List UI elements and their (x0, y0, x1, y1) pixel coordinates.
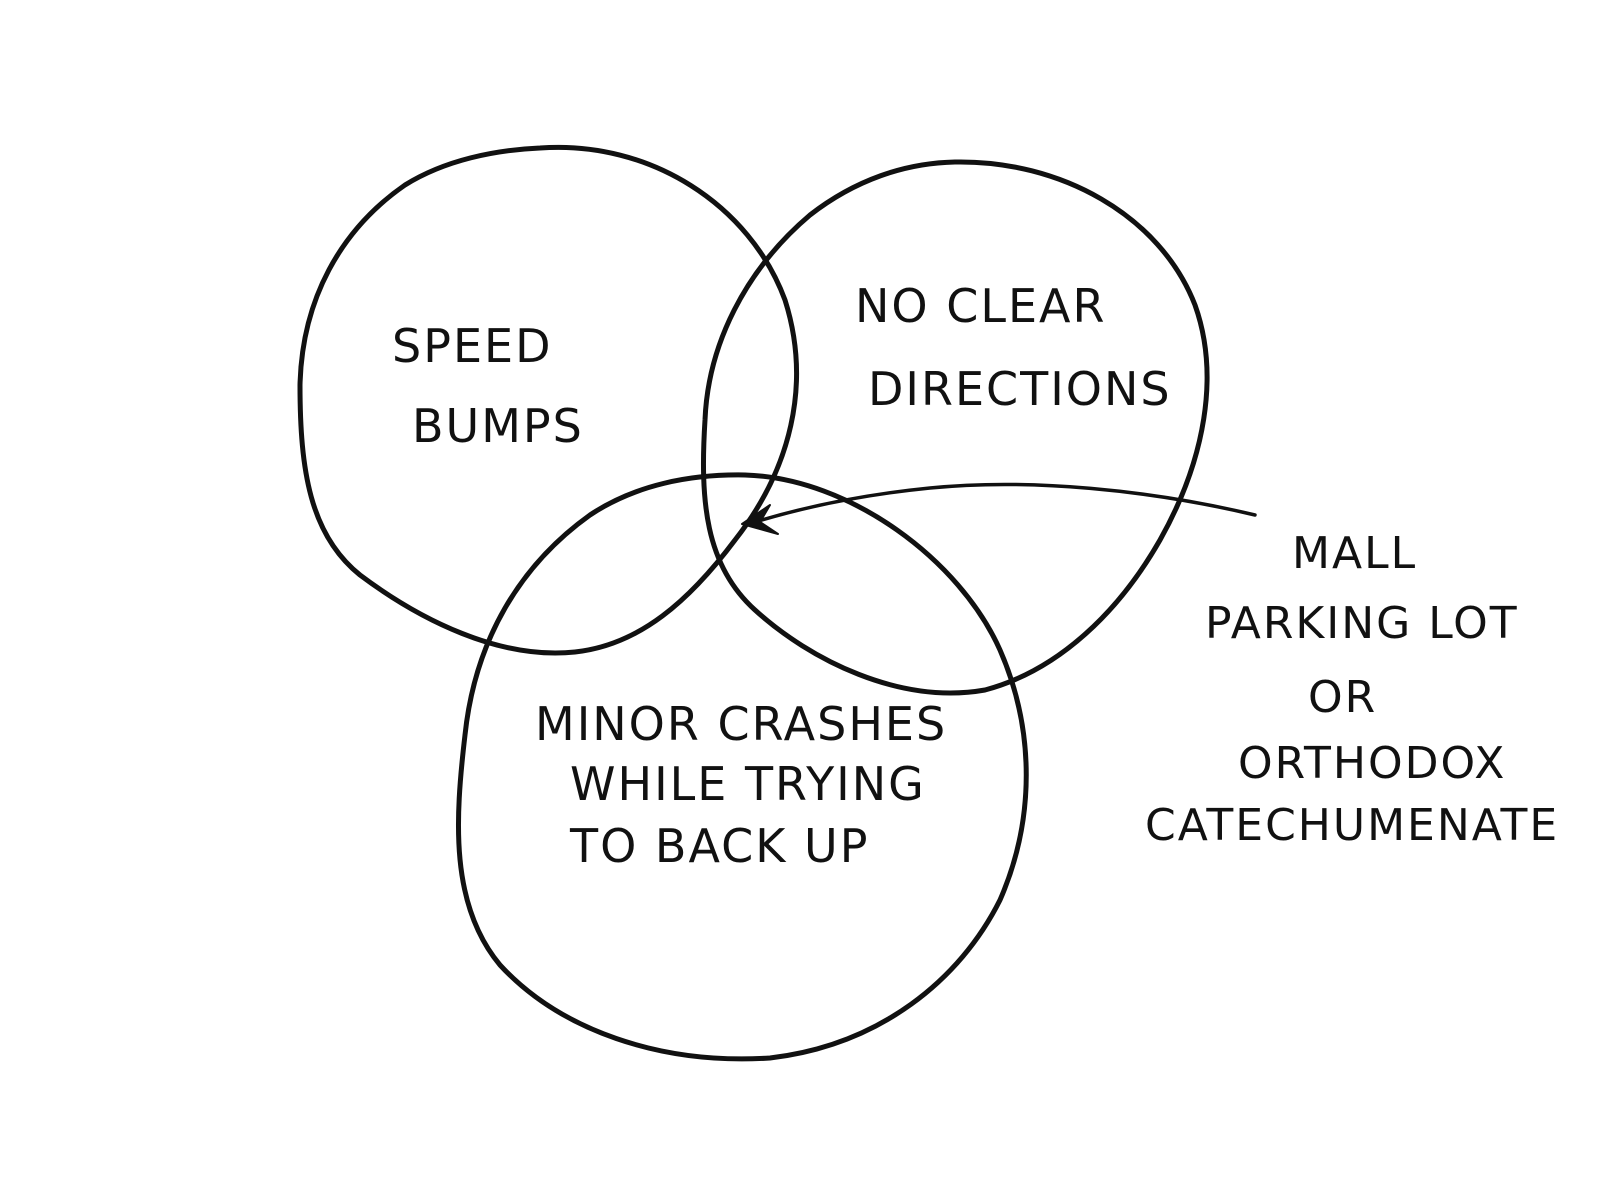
callout-line-2: PARKING LOT (1205, 598, 1519, 649)
label-speed-bumps-line-1: SPEED (392, 319, 553, 373)
label-no-clear-directions-line-1: NO CLEAR (855, 279, 1106, 333)
label-speed-bumps-line-2: BUMPS (412, 399, 584, 453)
callout-line-5: CATECHUMENATE (1145, 800, 1559, 851)
label-no-clear-directions-line-2: DIRECTIONS (868, 362, 1172, 416)
circle-minor-crashes (455, 472, 1029, 1062)
callout-line-1: MALL (1292, 528, 1417, 579)
callout-line-3: OR (1308, 672, 1377, 723)
label-minor-crashes-line-1: MINOR CRASHES (535, 697, 947, 751)
circle-speed-bumps (297, 144, 800, 656)
label-minor-crashes-line-2: WHILE TRYING (570, 757, 926, 811)
callout-line-4: ORTHODOX (1238, 738, 1506, 789)
callout-arrow-head (741, 504, 779, 535)
label-minor-crashes-line-3: TO BACK UP (569, 819, 869, 873)
callout-arrow-line (750, 482, 1257, 525)
circle-no-clear-directions (700, 159, 1210, 696)
